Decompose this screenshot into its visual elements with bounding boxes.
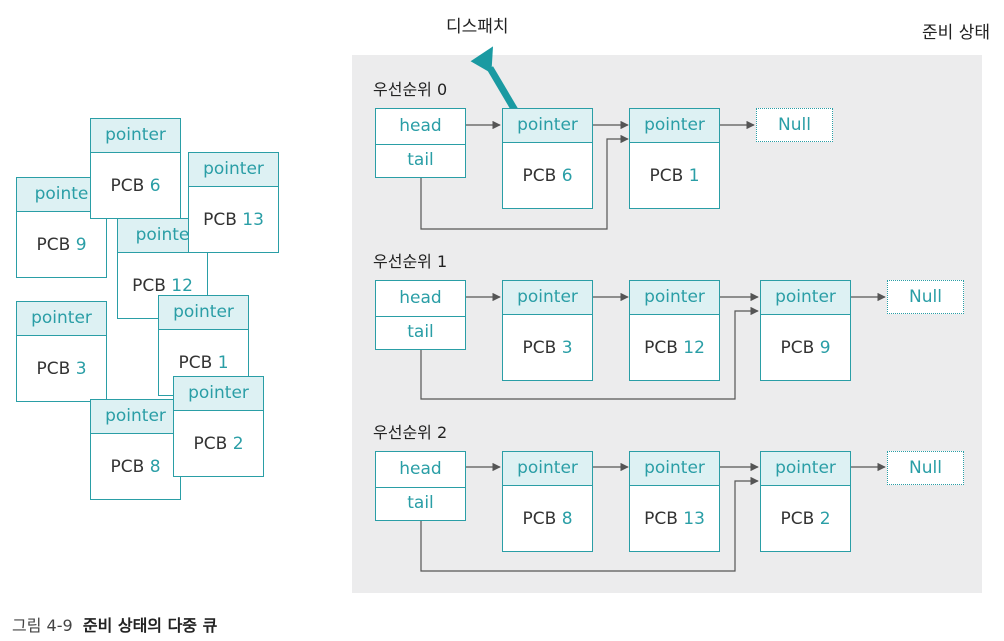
pcb-label: PCB 3 bbox=[522, 338, 573, 358]
pcb-label: PCB 8 bbox=[110, 457, 161, 477]
queue-1-pcb-node: pointer PCB 3 bbox=[502, 280, 593, 381]
pointer-cell: pointer bbox=[503, 281, 592, 315]
tail-cell: tail bbox=[407, 150, 434, 170]
pointer-cell: pointer bbox=[503, 109, 592, 143]
queue-2-pcb-node: pointer PCB 2 bbox=[760, 451, 851, 552]
pcb-label: PCB 9 bbox=[780, 338, 831, 358]
pointer-cell: pointer bbox=[159, 296, 248, 330]
pointer-cell: pointer bbox=[91, 119, 180, 153]
scattered-pcb6: pointer PCB 6 bbox=[90, 118, 181, 219]
queue-1-pcb-node: pointer PCB 9 bbox=[760, 280, 851, 381]
pcb-label: PCB 12 bbox=[644, 338, 705, 358]
pcb-label: PCB 13 bbox=[203, 210, 264, 230]
pointer-cell: pointer bbox=[761, 281, 850, 315]
figure-number: 그림 4-9 bbox=[12, 616, 73, 635]
queue-0-pcb-node: pointer PCB 6 bbox=[502, 108, 593, 209]
pcb-label: PCB 1 bbox=[649, 166, 700, 186]
pointer-cell: pointer bbox=[630, 452, 719, 486]
pointer-cell: pointer bbox=[174, 377, 263, 411]
pointer-cell: pointer bbox=[630, 281, 719, 315]
queue-0-head-tail: head tail bbox=[375, 108, 466, 178]
queue-0-pcb-node: pointer PCB 1 bbox=[629, 108, 720, 209]
dispatch-label: 디스패치 bbox=[446, 17, 509, 37]
null-terminator: Null bbox=[887, 451, 964, 485]
priority-label-0: 우선순위 0 bbox=[373, 80, 448, 99]
tail-cell: tail bbox=[407, 322, 434, 342]
tail-cell: tail bbox=[407, 493, 434, 513]
scattered-pcb3: pointer PCB 3 bbox=[16, 301, 107, 402]
panel-title: 준비 상태 bbox=[922, 23, 990, 43]
pcb-label: PCB 8 bbox=[522, 509, 573, 529]
head-cell: head bbox=[376, 452, 465, 488]
pcb-label: PCB 6 bbox=[522, 166, 573, 186]
scattered-pcb8: pointer PCB 8 bbox=[90, 399, 181, 500]
priority-label-1: 우선순위 1 bbox=[373, 252, 448, 271]
queue-2-head-tail: head tail bbox=[375, 451, 466, 521]
pcb-label: PCB 1 bbox=[178, 353, 229, 373]
scattered-pcb2: pointer PCB 2 bbox=[173, 376, 264, 477]
head-cell: head bbox=[376, 281, 465, 317]
null-terminator: Null bbox=[756, 108, 833, 142]
pointer-cell: pointer bbox=[630, 109, 719, 143]
pcb-label: PCB 2 bbox=[780, 509, 831, 529]
figure-caption: 그림 4-9 준비 상태의 다중 큐 bbox=[12, 612, 217, 636]
pcb-label: PCB 13 bbox=[644, 509, 705, 529]
priority-label-2: 우선순위 2 bbox=[373, 423, 448, 442]
queue-1-head-tail: head tail bbox=[375, 280, 466, 350]
queue-2-pcb-node: pointer PCB 13 bbox=[629, 451, 720, 552]
pcb-label: PCB 6 bbox=[110, 176, 161, 196]
pcb-label: PCB 3 bbox=[36, 359, 87, 379]
pointer-cell: pointer bbox=[503, 452, 592, 486]
queue-2-pcb-node: pointer PCB 8 bbox=[502, 451, 593, 552]
pcb-label: PCB 2 bbox=[193, 434, 244, 454]
figure-title: 준비 상태의 다중 큐 bbox=[82, 616, 218, 635]
pointer-cell: pointer bbox=[17, 302, 106, 336]
head-cell: head bbox=[376, 109, 465, 145]
pointer-cell: pointer bbox=[189, 153, 278, 187]
queue-1-pcb-node: pointer PCB 12 bbox=[629, 280, 720, 381]
pcb-label: PCB 9 bbox=[36, 235, 87, 255]
scattered-pcb13: pointer PCB 13 bbox=[188, 152, 279, 253]
pointer-cell: pointer bbox=[91, 400, 180, 434]
pcb-label: PCB 12 bbox=[132, 276, 193, 296]
null-terminator: Null bbox=[887, 280, 964, 314]
pointer-cell: pointer bbox=[761, 452, 850, 486]
